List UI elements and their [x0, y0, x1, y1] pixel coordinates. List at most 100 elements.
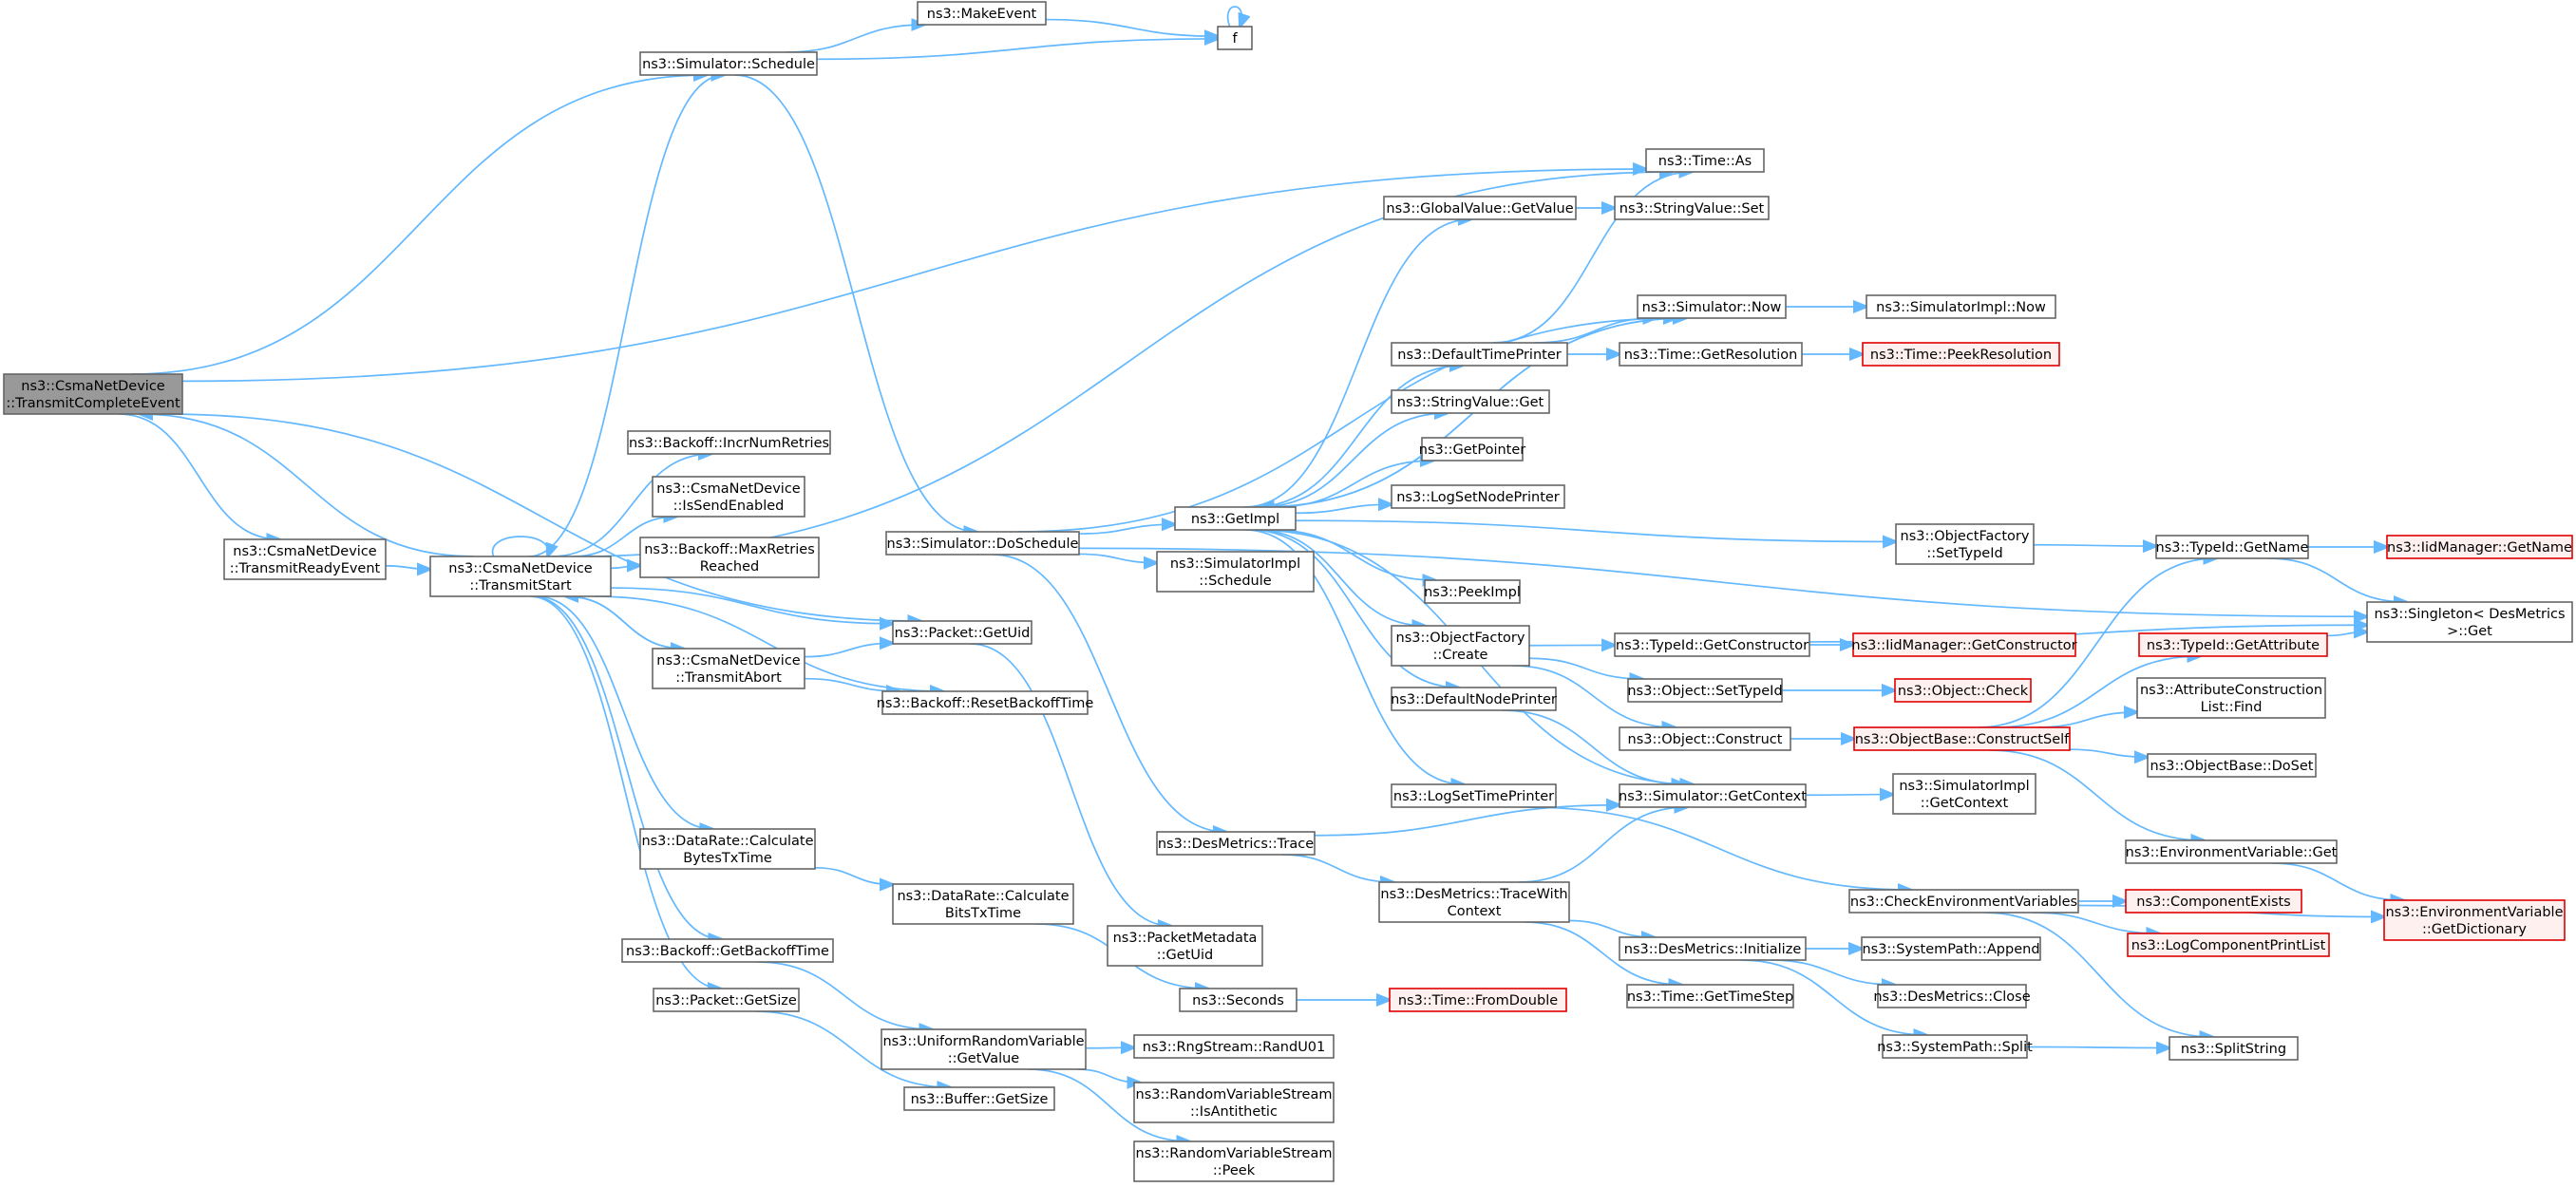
- node-logcpl[interactable]: ns3::LogComponentPrintList: [2127, 933, 2330, 957]
- node-makeevent[interactable]: ns3::MakeEvent: [917, 1, 1047, 26]
- edge-txabort-to-getuid: [804, 643, 893, 658]
- node-fromdouble[interactable]: ns3::Time::FromDouble: [1389, 988, 1567, 1012]
- node-randu01[interactable]: ns3::RngStream::RandU01: [1133, 1034, 1335, 1059]
- node-label: ns3::ObjectBase::ConstructSelf: [1855, 732, 2070, 747]
- node-label: ns3::CsmaNetDevice: [21, 379, 165, 394]
- node-seconds[interactable]: ns3::Seconds: [1179, 988, 1297, 1012]
- edge-root-to-getuid: [165, 413, 921, 621]
- node-envget[interactable]: ns3::EnvironmentVariable::Get: [2125, 839, 2338, 864]
- node-bufsize[interactable]: ns3::Buffer::GetSize: [903, 1086, 1055, 1111]
- node-box: [652, 476, 805, 518]
- node-peekimpl[interactable]: ns3::PeekImpl: [1424, 579, 1521, 604]
- node-txstart[interactable]: ns3::CsmaNetDevice::TransmitStart: [429, 556, 612, 597]
- edge-txstart-to-issend: [572, 517, 677, 557]
- node-issend[interactable]: ns3::CsmaNetDevice::IsSendEnabled: [652, 476, 805, 518]
- node-label: ns3::Packet::GetSize: [655, 993, 797, 1008]
- node-box: [1894, 678, 2032, 703]
- node-getbo[interactable]: ns3::Backoff::GetBackoffTime: [621, 938, 834, 963]
- node-compexists[interactable]: ns3::ComponentExists: [2125, 889, 2302, 914]
- node-box: [1174, 506, 1297, 531]
- node-box: [881, 690, 1089, 715]
- edge-schedule-to-f: [816, 39, 1218, 61]
- node-spappend[interactable]: ns3::SystemPath::Append: [1861, 936, 2041, 961]
- node-schedule[interactable]: ns3::Simulator::Schedule: [639, 51, 818, 76]
- node-obconstructself[interactable]: ns3::ObjectBase::ConstructSelf: [1853, 726, 2071, 751]
- node-svset[interactable]: ns3::StringValue::Set: [1614, 196, 1770, 220]
- node-dmtrace[interactable]: ns3::DesMetrics::Trace: [1156, 831, 1316, 856]
- edge-getuid-to-pmgetuid: [970, 643, 1171, 926]
- node-peekres[interactable]: ns3::Time::PeekResolution: [1862, 342, 2060, 367]
- node-deftp[interactable]: ns3::DefaultTimePrinter: [1391, 342, 1568, 367]
- node-label: ns3::TypeId::GetConstructor: [1616, 638, 1809, 653]
- node-ofcreate[interactable]: ns3::ObjectFactory::Create: [1391, 625, 1530, 667]
- node-tidgetctor[interactable]: ns3::TypeId::GetConstructor: [1614, 632, 1810, 657]
- node-label: ::IsAntithetic: [1190, 1104, 1278, 1120]
- node-objsettid[interactable]: ns3::Object::SetTypeId: [1627, 678, 1783, 703]
- node-label: ::Create: [1433, 648, 1488, 663]
- node-timegetts[interactable]: ns3::Time::GetTimeStep: [1626, 984, 1794, 1008]
- node-simimplgetctx[interactable]: ns3::SimulatorImpl::GetContext: [1892, 773, 2036, 815]
- node-checkenv[interactable]: ns3::CheckEnvironmentVariables: [1848, 889, 2079, 914]
- node-box: [1619, 726, 1791, 751]
- node-ofsettid[interactable]: ns3::ObjectFactory::SetTypeId: [1895, 523, 2035, 565]
- node-f[interactable]: f: [1217, 26, 1253, 50]
- node-label: ns3::PeekImpl: [1424, 585, 1521, 600]
- node-incr[interactable]: ns3::Backoff::IncrNumRetries: [627, 430, 831, 455]
- node-box: [1619, 936, 1807, 961]
- node-iidgetctor[interactable]: ns3::IidManager::GetConstructor: [1851, 632, 2077, 657]
- edge-obconstructself-to-tidgetname: [1978, 558, 2216, 728]
- node-spsplit[interactable]: ns3::SystemPath::Split: [1877, 1034, 2033, 1059]
- node-dmclose[interactable]: ns3::DesMetrics::Close: [1873, 984, 2031, 1008]
- node-box: [2383, 899, 2566, 941]
- node-resetbo[interactable]: ns3::Backoff::ResetBackoffTime: [877, 690, 1094, 715]
- node-getimpl[interactable]: ns3::GetImpl: [1174, 506, 1297, 531]
- node-simimplnow[interactable]: ns3::SimulatorImpl::Now: [1866, 294, 2056, 319]
- node-txabort[interactable]: ns3::CsmaNetDevice::TransmitAbort: [652, 648, 805, 689]
- node-box: [2155, 535, 2309, 559]
- node-isanti[interactable]: ns3::RandomVariableStream::IsAntithetic: [1133, 1082, 1335, 1123]
- node-dosched[interactable]: ns3::Simulator::DoSchedule: [885, 531, 1080, 556]
- node-root[interactable]: ns3::CsmaNetDevice::TransmitCompleteEven…: [3, 373, 183, 415]
- node-lsnp[interactable]: ns3::LogSetNodePrinter: [1391, 484, 1565, 509]
- node-dminit[interactable]: ns3::DesMetrics::Initialize: [1619, 936, 1807, 961]
- node-box: [2125, 839, 2338, 864]
- edge-calcbytes-to-calcbits: [814, 866, 893, 885]
- node-tidgetattr[interactable]: ns3::TypeId::GetAttribute: [2138, 632, 2328, 657]
- node-splitstr[interactable]: ns3::SplitString: [2169, 1036, 2299, 1061]
- node-getres[interactable]: ns3::Time::GetResolution: [1619, 342, 1803, 367]
- node-getuid[interactable]: ns3::Packet::GetUid: [892, 620, 1032, 645]
- node-getptr[interactable]: ns3::GetPointer: [1419, 437, 1526, 462]
- node-envgetdict[interactable]: ns3::EnvironmentVariable::GetDictionary: [2383, 899, 2566, 941]
- node-readyevt[interactable]: ns3::CsmaNetDevice::TransmitReadyEvent: [223, 538, 387, 580]
- node-svget[interactable]: ns3::StringValue::Get: [1391, 389, 1550, 414]
- node-label: ns3::DefaultTimePrinter: [1397, 348, 1561, 363]
- node-lstp[interactable]: ns3::LogSetTimePrinter: [1391, 783, 1557, 808]
- node-simgetctx[interactable]: ns3::Simulator::GetContext: [1619, 783, 1807, 808]
- node-getsize[interactable]: ns3::Packet::GetSize: [653, 988, 800, 1012]
- edge-getbo-to-urvget: [757, 961, 932, 1029]
- node-pmgetuid[interactable]: ns3::PacketMetadata::GetUid: [1107, 925, 1263, 967]
- node-simnow[interactable]: ns3::Simulator::Now: [1637, 294, 1787, 319]
- node-defnp[interactable]: ns3::DefaultNodePrinter: [1391, 687, 1557, 711]
- edge-spsplit-to-splitstr: [2026, 1047, 2169, 1048]
- node-timeas[interactable]: ns3::Time::As: [1645, 148, 1765, 173]
- edge-root-to-schedule: [131, 75, 707, 375]
- edge-dmtracewith-to-simgetctx: [1519, 807, 1687, 883]
- node-label: ns3::SimulatorImpl::Now: [1876, 300, 2046, 315]
- node-peek[interactable]: ns3::RandomVariableStream::Peek: [1133, 1140, 1335, 1182]
- node-simimplsched[interactable]: ns3::SimulatorImpl::Schedule: [1156, 551, 1315, 593]
- node-tidgetname[interactable]: ns3::TypeId::GetName: [2155, 535, 2309, 559]
- node-iidgetname[interactable]: ns3::IidManager::GetName: [2386, 535, 2573, 559]
- node-gvget[interactable]: ns3::GlobalValue::GetValue: [1383, 196, 1577, 220]
- node-box: [1619, 342, 1803, 367]
- node-urvget[interactable]: ns3::UniformRandomVariable::GetValue: [881, 1028, 1087, 1070]
- node-objconstruct[interactable]: ns3::Object::Construct: [1619, 726, 1791, 751]
- node-obdoset[interactable]: ns3::ObjectBase::DoSet: [2147, 753, 2317, 778]
- node-singleton[interactable]: ns3::Singleton< DesMetrics>::Get: [2366, 601, 2573, 643]
- node-objcheck[interactable]: ns3::Object::Check: [1894, 678, 2032, 703]
